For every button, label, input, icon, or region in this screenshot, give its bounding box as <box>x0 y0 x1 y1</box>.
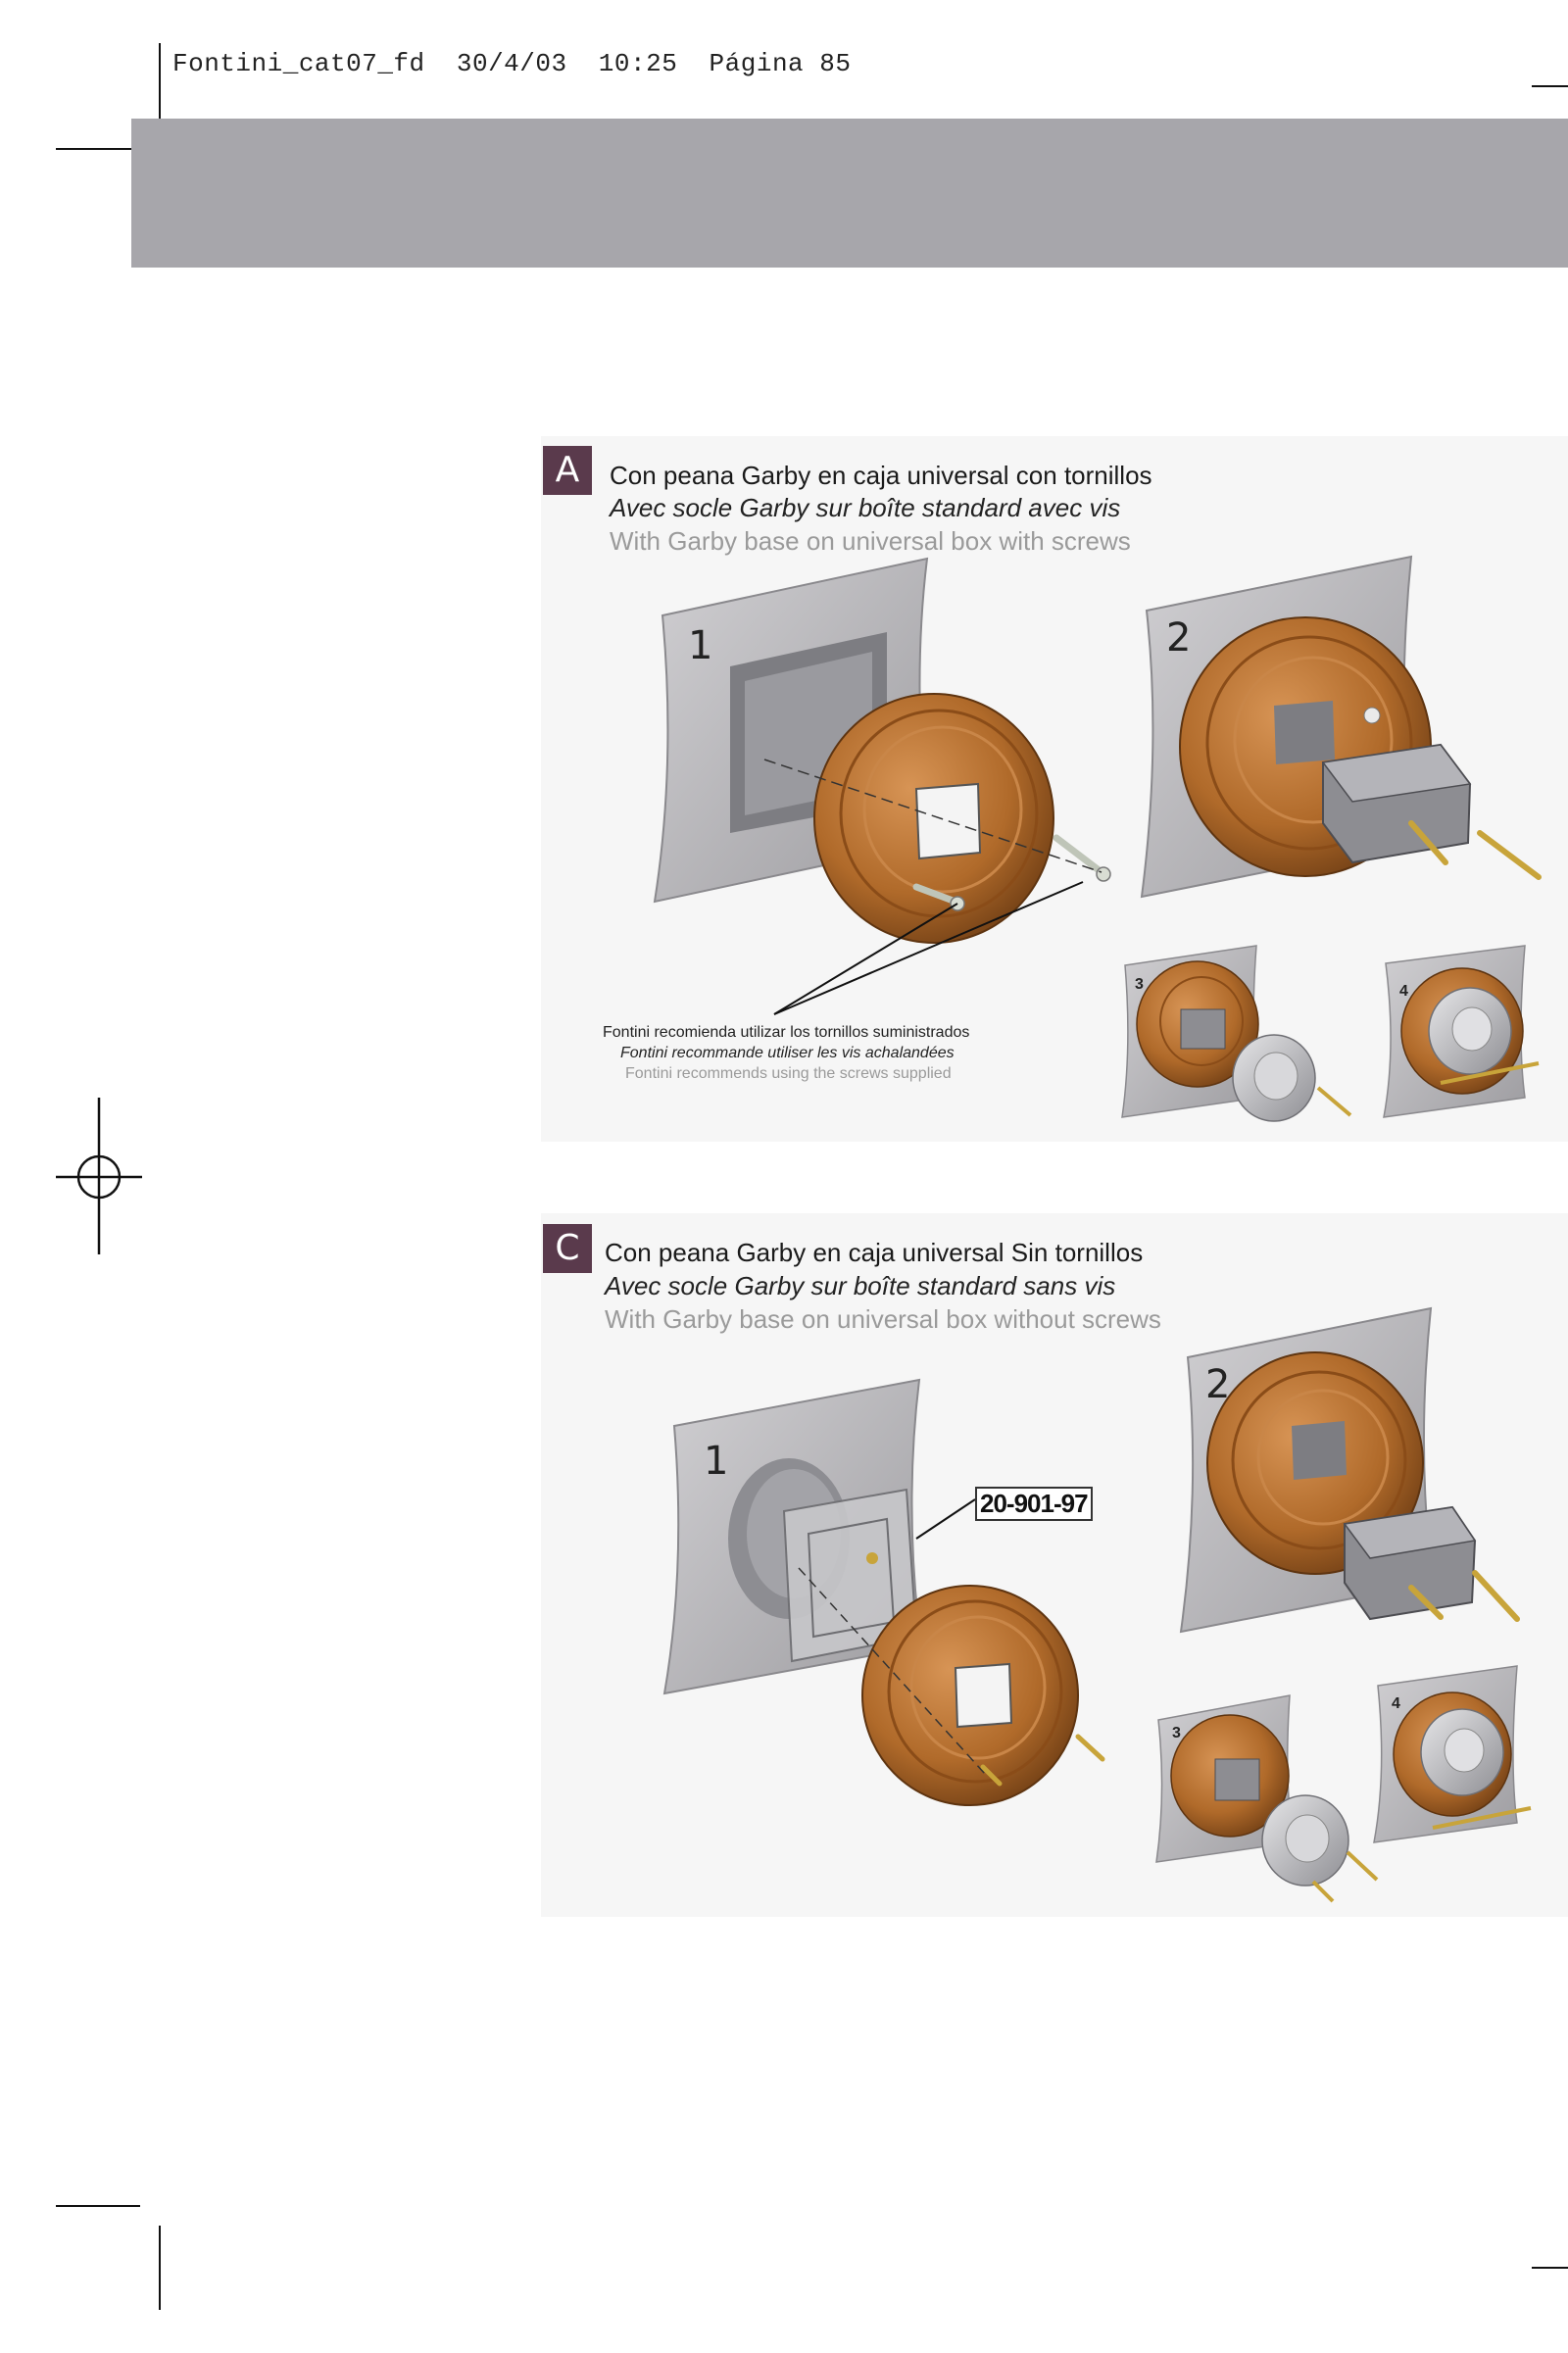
section-c-title-fr: Avec socle Garby sur boîte standard sans… <box>605 1271 1116 1300</box>
crop-mark-top-right <box>1532 85 1568 87</box>
step-c2-number: 2 <box>1205 1362 1231 1407</box>
crop-mark-bottom-h <box>56 2205 140 2207</box>
section-a-title-en: With Garby base on universal box with sc… <box>610 526 1131 556</box>
section-a-note-es: Fontini recomienda utilizar los tornillo… <box>603 1024 970 1041</box>
section-a-note-en: Fontini recommends using the screws supp… <box>625 1065 952 1082</box>
section-a-title-es: Con peana Garby en caja universal con to… <box>610 461 1152 490</box>
part-reference-label: 20-901-97 <box>975 1487 1093 1521</box>
step-a1-number: 1 <box>688 623 713 668</box>
step-c4-assembly <box>1373 1665 1532 1843</box>
section-c-title-en: With Garby base on universal box without… <box>605 1304 1161 1334</box>
section-c-title-es: Con peana Garby en caja universal Sin to… <box>605 1238 1144 1267</box>
step-c1-rosette <box>798 1498 1105 1806</box>
slug-file: Fontini_cat07_fd <box>172 49 425 78</box>
crop-mark-bottom-right <box>1532 2267 1568 2269</box>
step-a4-number: 4 <box>1399 983 1408 1000</box>
section-a-title-fr: Avec socle Garby sur boîte standard avec… <box>610 493 1121 522</box>
step-c4-number: 4 <box>1392 1695 1400 1712</box>
step-a3-assembly <box>1121 945 1352 1122</box>
step-a4-assembly <box>1383 945 1540 1118</box>
print-slug: Fontini_cat07_fd 30/4/03 10:25 Página 85 <box>172 49 851 78</box>
registration-mark-icon <box>56 1098 142 1254</box>
step-c1-number: 1 <box>704 1439 729 1484</box>
section-a-letter: A <box>543 446 592 495</box>
step-a1-screws <box>763 759 1111 1015</box>
step-c3-number: 3 <box>1172 1725 1181 1741</box>
section-a-note-fr: Fontini recommande utiliser les vis acha… <box>620 1045 955 1061</box>
slug-date: 30/4/03 <box>456 49 567 78</box>
slug-time: 10:25 <box>598 49 678 78</box>
step-c3-assembly <box>1155 1694 1379 1903</box>
crop-mark-bottom-v <box>159 2226 161 2310</box>
crop-mark-top-h <box>56 148 140 150</box>
step-c2-assembly <box>1179 1306 1520 1634</box>
section-c-letter: C <box>543 1224 592 1273</box>
step-a2-number: 2 <box>1166 615 1192 661</box>
crop-mark-top-v <box>159 43 161 127</box>
header-band <box>131 119 1568 268</box>
step-a2-assembly <box>1140 555 1542 899</box>
step-a3-number: 3 <box>1135 976 1144 993</box>
slug-page: Página 85 <box>709 49 852 78</box>
step-a1-rosette <box>813 693 1054 944</box>
